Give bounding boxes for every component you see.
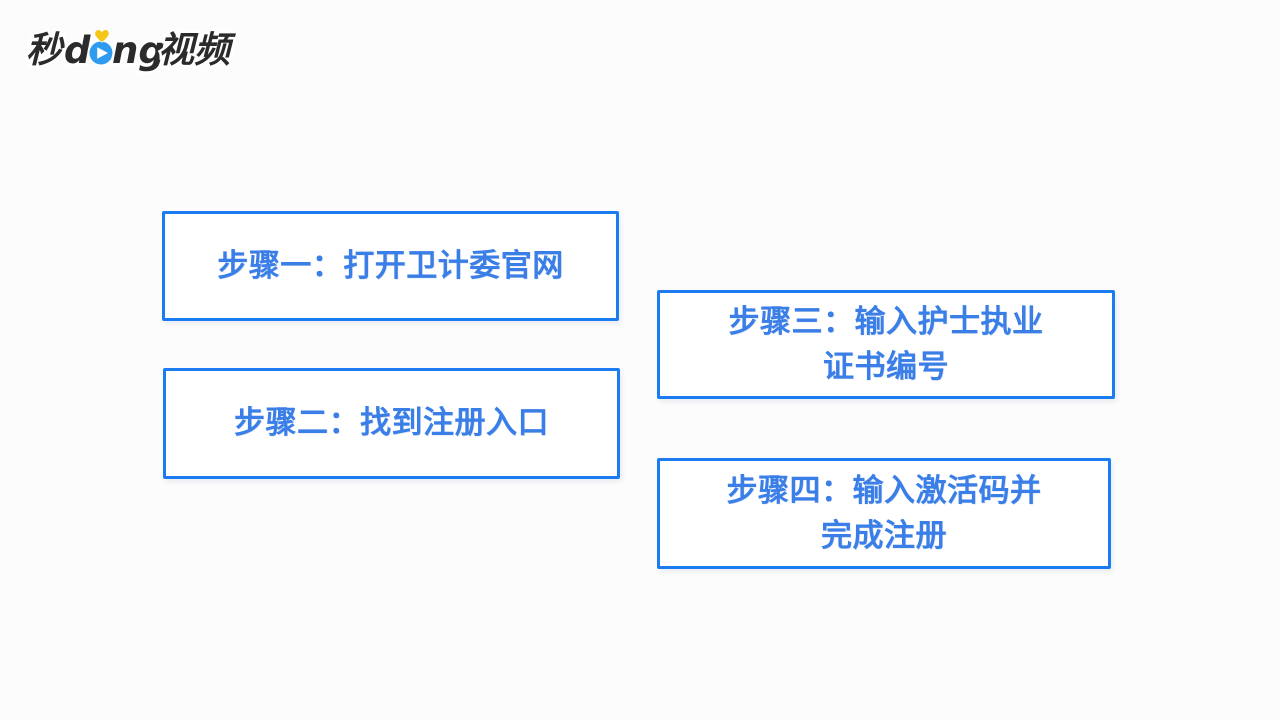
step-box-1[interactable]: 步骤一：打开卫计委官网 xyxy=(162,211,619,321)
logo-text-d: d xyxy=(64,29,91,72)
step-box-4[interactable]: 步骤四：输入激活码并 完成注册 xyxy=(657,458,1111,569)
step-3-label: 步骤三：输入护士执业 证书编号 xyxy=(728,304,1044,385)
step-box-2[interactable]: 步骤二：找到注册入口 xyxy=(163,368,620,479)
step-1-label: 步骤一：打开卫计委官网 xyxy=(217,247,564,284)
watermark-logo: 秒 d ng 视频 xyxy=(24,22,236,76)
step-4-label: 步骤四：输入激活码并 完成注册 xyxy=(726,473,1042,554)
logo-text-shipin: 视频 xyxy=(158,30,236,71)
step-box-3[interactable]: 步骤三：输入护士执业 证书编号 xyxy=(657,290,1115,399)
heart-icon xyxy=(94,29,110,43)
step-2-label: 步骤二：找到注册入口 xyxy=(234,405,549,442)
logo-text-miao: 秒 xyxy=(26,30,65,71)
miaodong-logo-icon: 秒 d ng 视频 xyxy=(24,27,236,75)
play-circle-icon xyxy=(87,39,115,67)
logo-text-ng: ng xyxy=(112,29,165,72)
